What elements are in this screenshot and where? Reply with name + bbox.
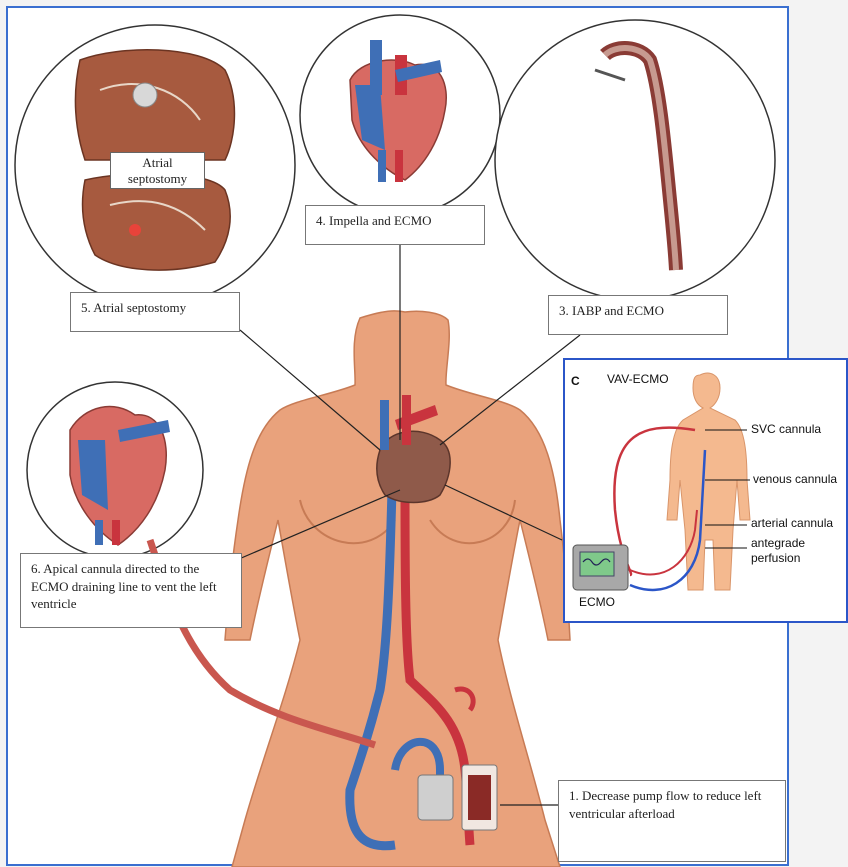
inset-body [667, 373, 750, 590]
pump-console [418, 775, 453, 820]
iabp-label: 3. IABP and ECMO [548, 295, 728, 335]
ecmo-screen [580, 552, 614, 576]
inset-title: VAV-ECMO [607, 372, 669, 386]
oxygenator-core [468, 775, 491, 820]
ecmo-label: ECMO [579, 595, 615, 609]
decrease-flow-label: 1. Decrease pump flow to reduce left ven… [558, 780, 786, 862]
svc-cannula-label: SVC cannula [751, 422, 821, 436]
body-silhouette [225, 311, 570, 867]
vav-ecmo-inset-diagram [565, 360, 846, 621]
venous-cannula-label: venous cannula [753, 472, 837, 486]
apical-cannula-label: 6. Apical cannula directed to the ECMO d… [20, 553, 242, 628]
inset-panel-letter: C [571, 374, 580, 388]
impella-label: 4. Impella and ECMO [305, 205, 485, 245]
vav-ecmo-inset: C VAV-ECMO SVC cannula venous cannula ar… [563, 358, 848, 623]
atrial-septostomy-label: 5. Atrial septostomy [70, 292, 240, 332]
antegrade-perfusion-label: antegrade perfusion [751, 536, 805, 566]
atrial-septostomy-inset-label: Atrial septostomy [110, 152, 205, 189]
arterial-cannula-label: arterial cannula [751, 516, 833, 530]
iabp-circle [495, 20, 775, 300]
